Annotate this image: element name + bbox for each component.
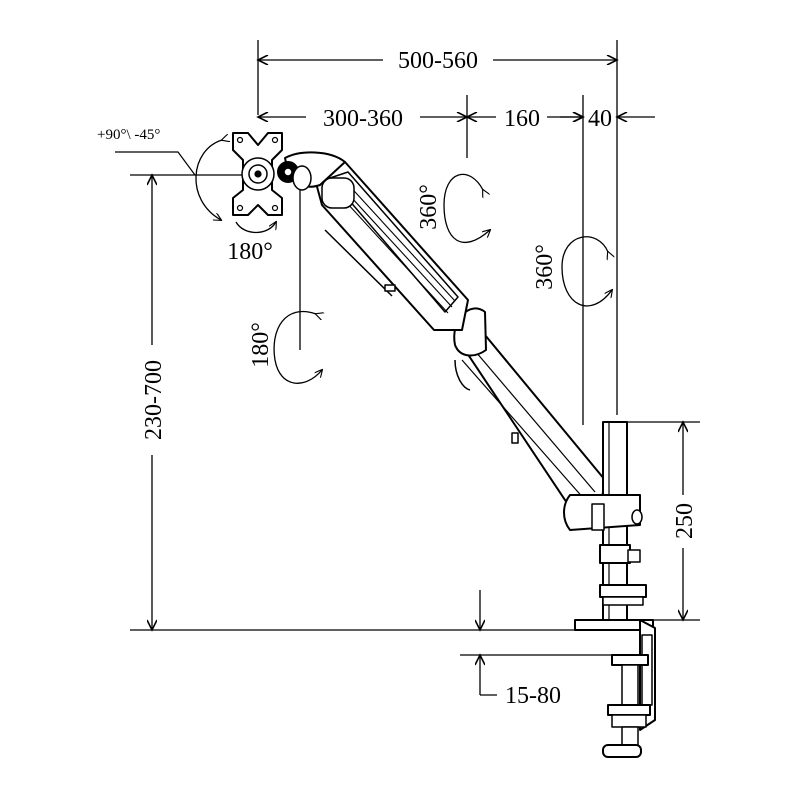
rotation-head: 180° — [227, 222, 276, 265]
tilt-label: +90°\ -45° — [97, 127, 160, 143]
height-range-label: 230-700 — [141, 360, 167, 440]
extension-lines — [130, 40, 700, 656]
rotation-arm-1: 360° — [416, 173, 490, 243]
total-reach-label: 500-560 — [398, 48, 478, 74]
head-rotation-label: 180° — [227, 239, 273, 265]
dimension-arm-segment-2: 160 — [467, 106, 583, 132]
dimension-arm-segment-1: 300-360 — [258, 106, 467, 132]
desk-clamp — [574, 619, 656, 758]
arm-rotation-2-label: 360° — [532, 244, 558, 290]
pole-offset-label: 40 — [588, 106, 612, 132]
dimension-pole-offset: 40 — [560, 106, 655, 132]
swivel-label: 180° — [248, 322, 274, 368]
dimension-total-reach: 500-560 — [258, 48, 617, 74]
tilt-head — [277, 151, 346, 191]
rotation-tilt: +90°\ -45° — [97, 127, 222, 220]
clamp-thickness-label: 15-80 — [505, 683, 561, 709]
pole-collar — [563, 494, 647, 606]
arm-segment-1-label: 300-360 — [323, 106, 403, 132]
upper-arm — [312, 161, 469, 331]
rotation-arm-2: 360° — [532, 236, 612, 307]
dimension-pole-height: 250 — [672, 422, 698, 620]
pole-height-label: 250 — [672, 503, 698, 539]
arm-segment-2-label: 160 — [504, 106, 540, 132]
rotation-swivel: 180° — [248, 311, 322, 384]
dimension-clamp-thickness: 15-80 — [480, 590, 561, 709]
dimension-height-range: 230-700 — [141, 175, 167, 630]
monitor-arm-drawing — [232, 132, 656, 758]
arm-rotation-1-label: 360° — [416, 184, 442, 230]
vesa-plate — [232, 132, 283, 216]
